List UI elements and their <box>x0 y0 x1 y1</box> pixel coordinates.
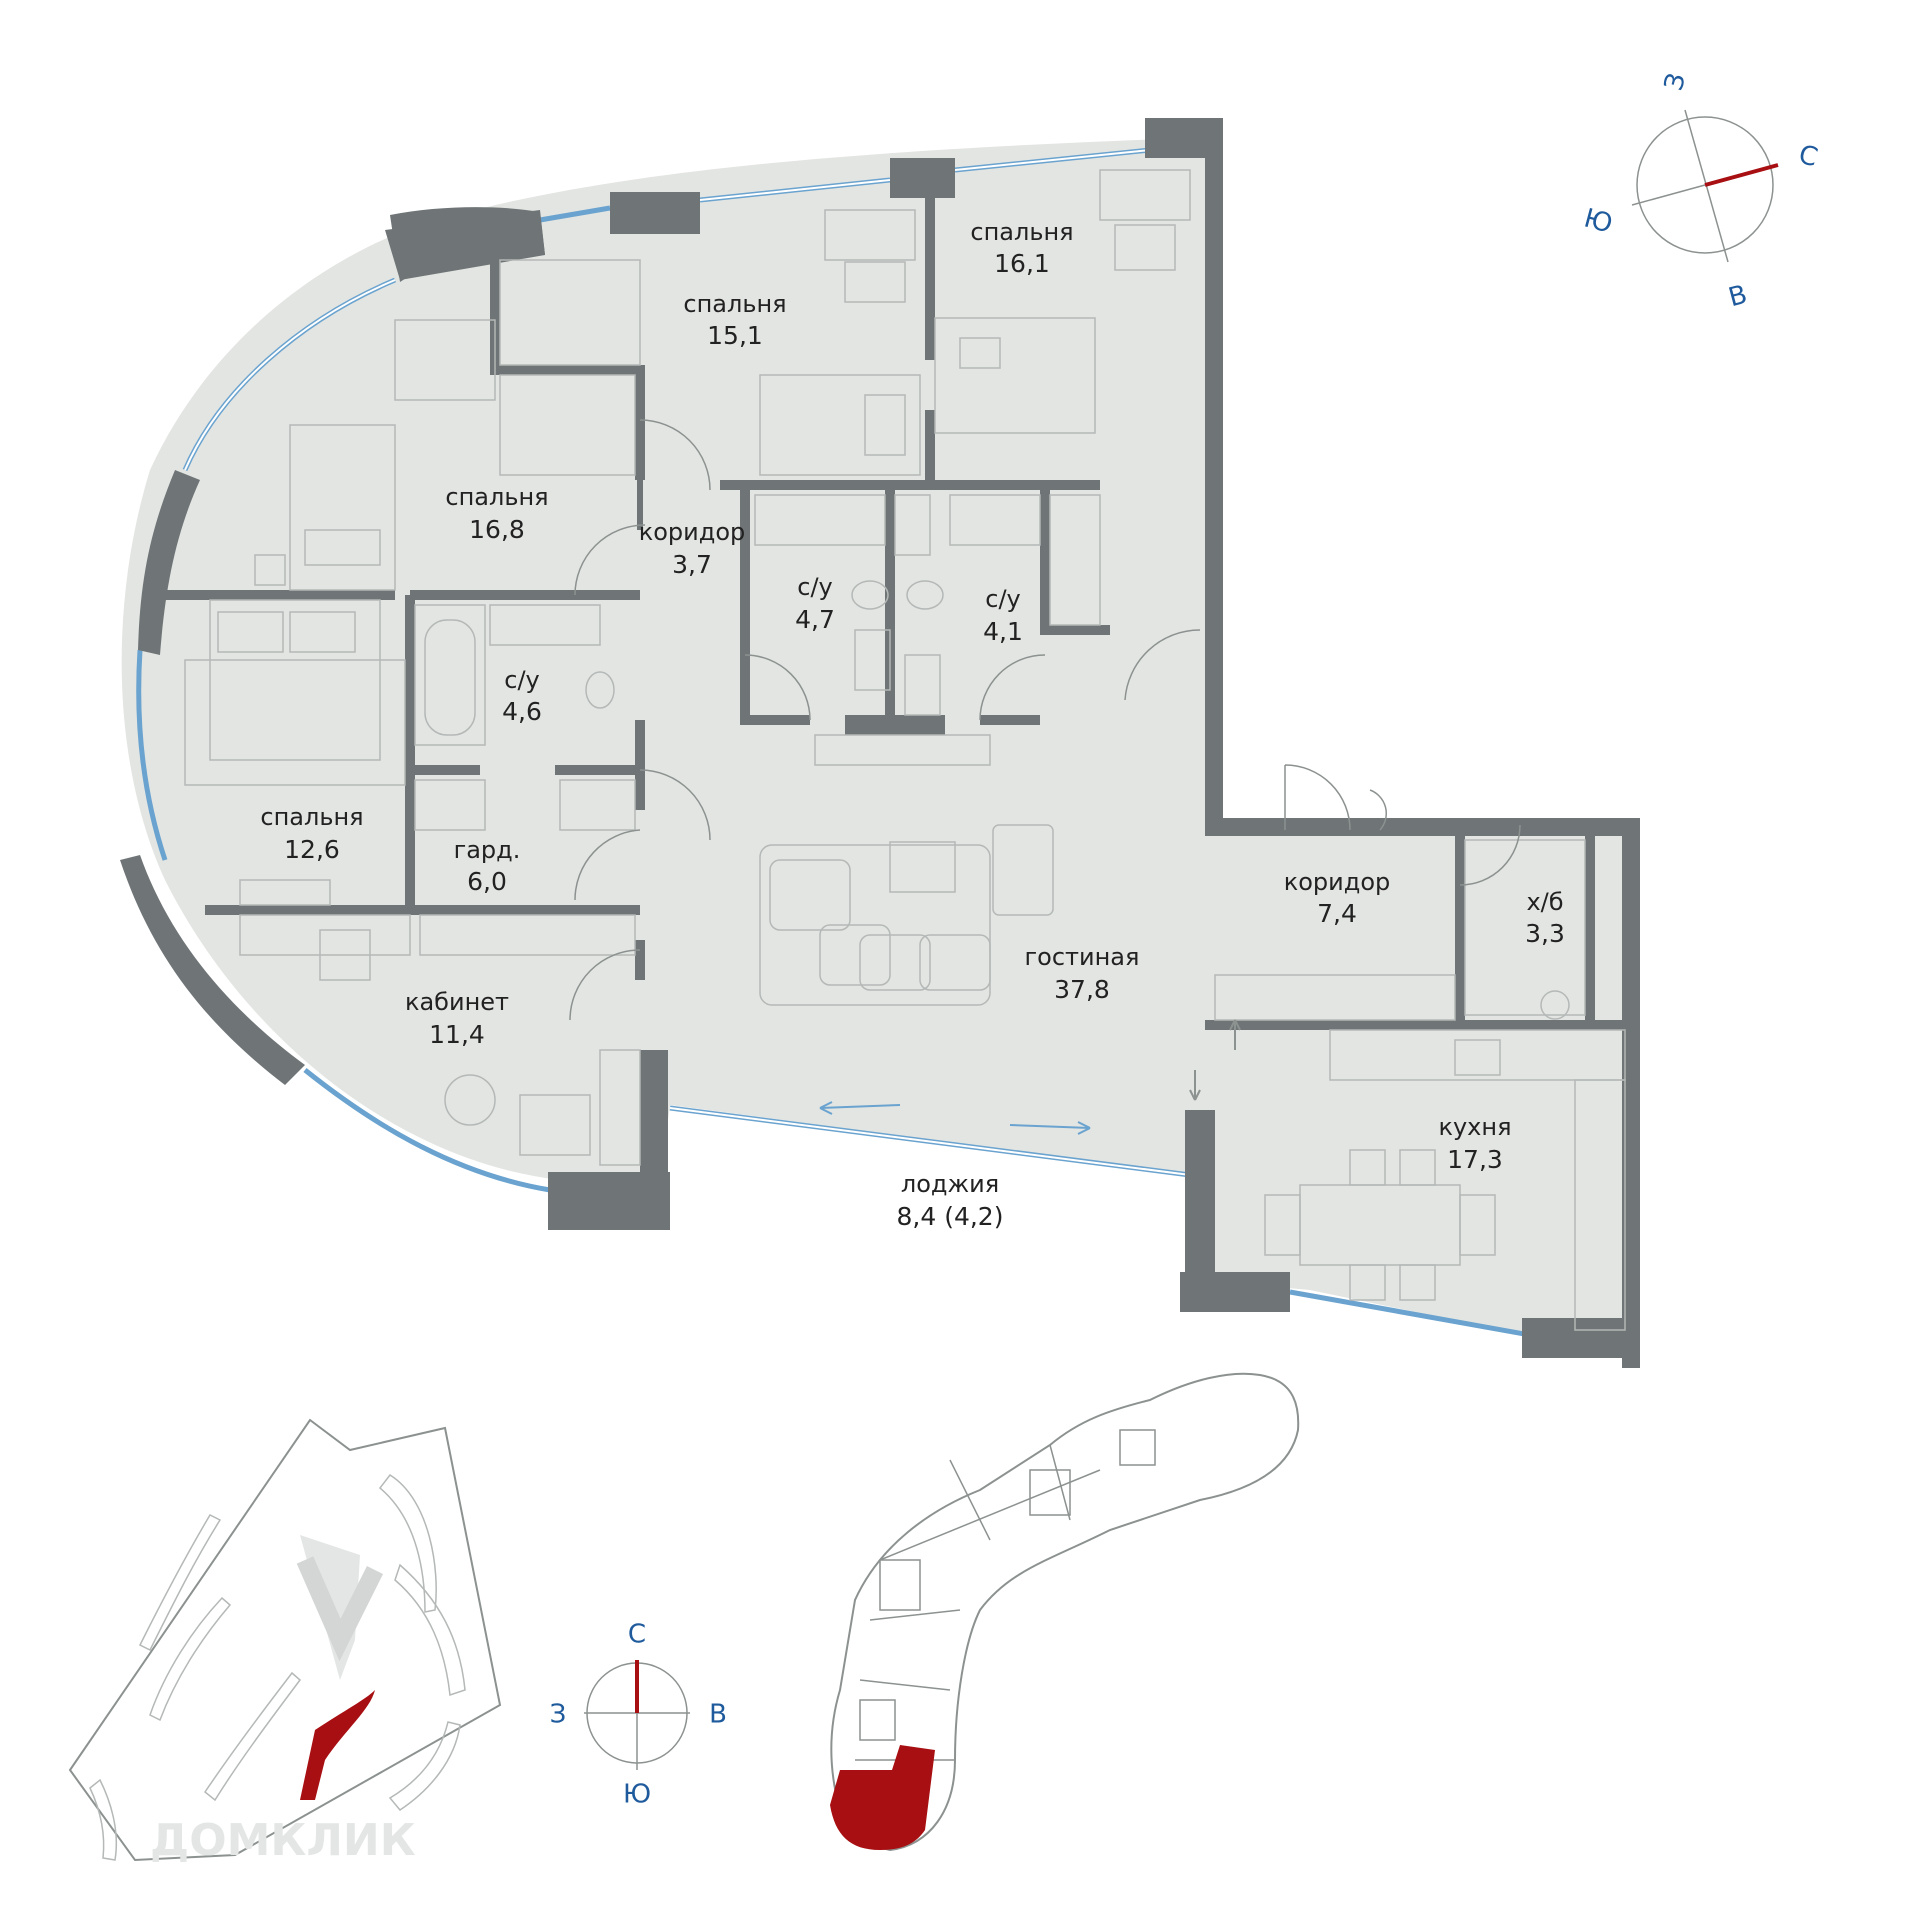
compass-top-east: В <box>1725 280 1750 314</box>
room-label-corridor-3-7: коридор <box>639 518 746 546</box>
exterior-walls <box>120 118 1640 1368</box>
passage-arrows <box>1189 1019 1241 1101</box>
compass-top: З С Ю В <box>1581 70 1821 313</box>
room-label-loggia-8-4: лоджия <box>901 1170 999 1198</box>
sliding-arrows <box>819 1101 1091 1135</box>
room-label-bedroom-16-8: спальня <box>445 483 548 511</box>
room-area-loggia-8-4: 8,4 (4,2) <box>897 1202 1004 1231</box>
windows <box>136 147 1531 1338</box>
room-area-corridor-3-7: 3,7 <box>672 550 712 579</box>
room-area-bedroom-12-6: 12,6 <box>284 835 340 864</box>
room-area-bedroom-15-1: 15,1 <box>707 321 763 350</box>
room-area-bedroom-16-1: 16,1 <box>994 249 1050 278</box>
compass-bottom-west: З <box>550 1700 567 1730</box>
room-area-bath-4-7: 4,7 <box>795 605 835 634</box>
building-key-plan <box>830 1372 1300 1852</box>
compass-bottom-east: В <box>709 1700 727 1730</box>
room-area-storage-3-3: 3,3 <box>1525 919 1565 948</box>
furniture <box>184 169 1626 1331</box>
compass-top-west: З <box>1659 70 1692 94</box>
room-label-corridor-7-4: коридор <box>1284 868 1391 896</box>
room-label-bath-4-1: с/у <box>985 585 1020 613</box>
site-plan: ДОМКЛИК <box>68 1418 502 1866</box>
compass-bottom-north: С <box>628 1620 646 1650</box>
room-area-bedroom-16-8: 16,8 <box>469 515 525 544</box>
compass-bottom: С Ю З В <box>550 1620 727 1810</box>
room-label-bedroom-15-1: спальня <box>683 290 786 318</box>
room-labels: спальня 16,1 спальня 15,1 спальня 16,8 к… <box>260 218 1564 1231</box>
room-label-study-11-4: кабинет <box>405 988 509 1016</box>
room-label-kitchen-17-3: кухня <box>1438 1113 1511 1141</box>
room-label-living-37-8: гостиная <box>1025 943 1140 971</box>
interior-walls <box>165 180 1640 1030</box>
compass-top-north: С <box>1795 140 1820 174</box>
room-area-living-37-8: 37,8 <box>1054 975 1110 1004</box>
room-area-study-11-4: 11,4 <box>429 1020 485 1049</box>
room-label-bath-4-6: с/у <box>504 666 539 694</box>
floor-area <box>121 138 1641 1355</box>
room-label-wardrobe-6-0: гард. <box>454 836 521 864</box>
room-label-bedroom-16-1: спальня <box>970 218 1073 246</box>
compass-bottom-south: Ю <box>623 1780 651 1810</box>
room-label-bedroom-12-6: спальня <box>260 803 363 831</box>
compass-top-south: Ю <box>1581 203 1616 239</box>
room-area-kitchen-17-3: 17,3 <box>1447 1145 1503 1174</box>
room-area-wardrobe-6-0: 6,0 <box>467 867 507 896</box>
room-area-bath-4-6: 4,6 <box>502 697 542 726</box>
doors <box>569 419 1521 1021</box>
room-label-storage-3-3: х/б <box>1526 888 1563 916</box>
room-label-bath-4-7: с/у <box>797 573 832 601</box>
watermark: ДОМКЛИК <box>150 1815 416 1866</box>
room-area-bath-4-1: 4,1 <box>983 617 1023 646</box>
room-area-corridor-7-4: 7,4 <box>1317 899 1357 928</box>
